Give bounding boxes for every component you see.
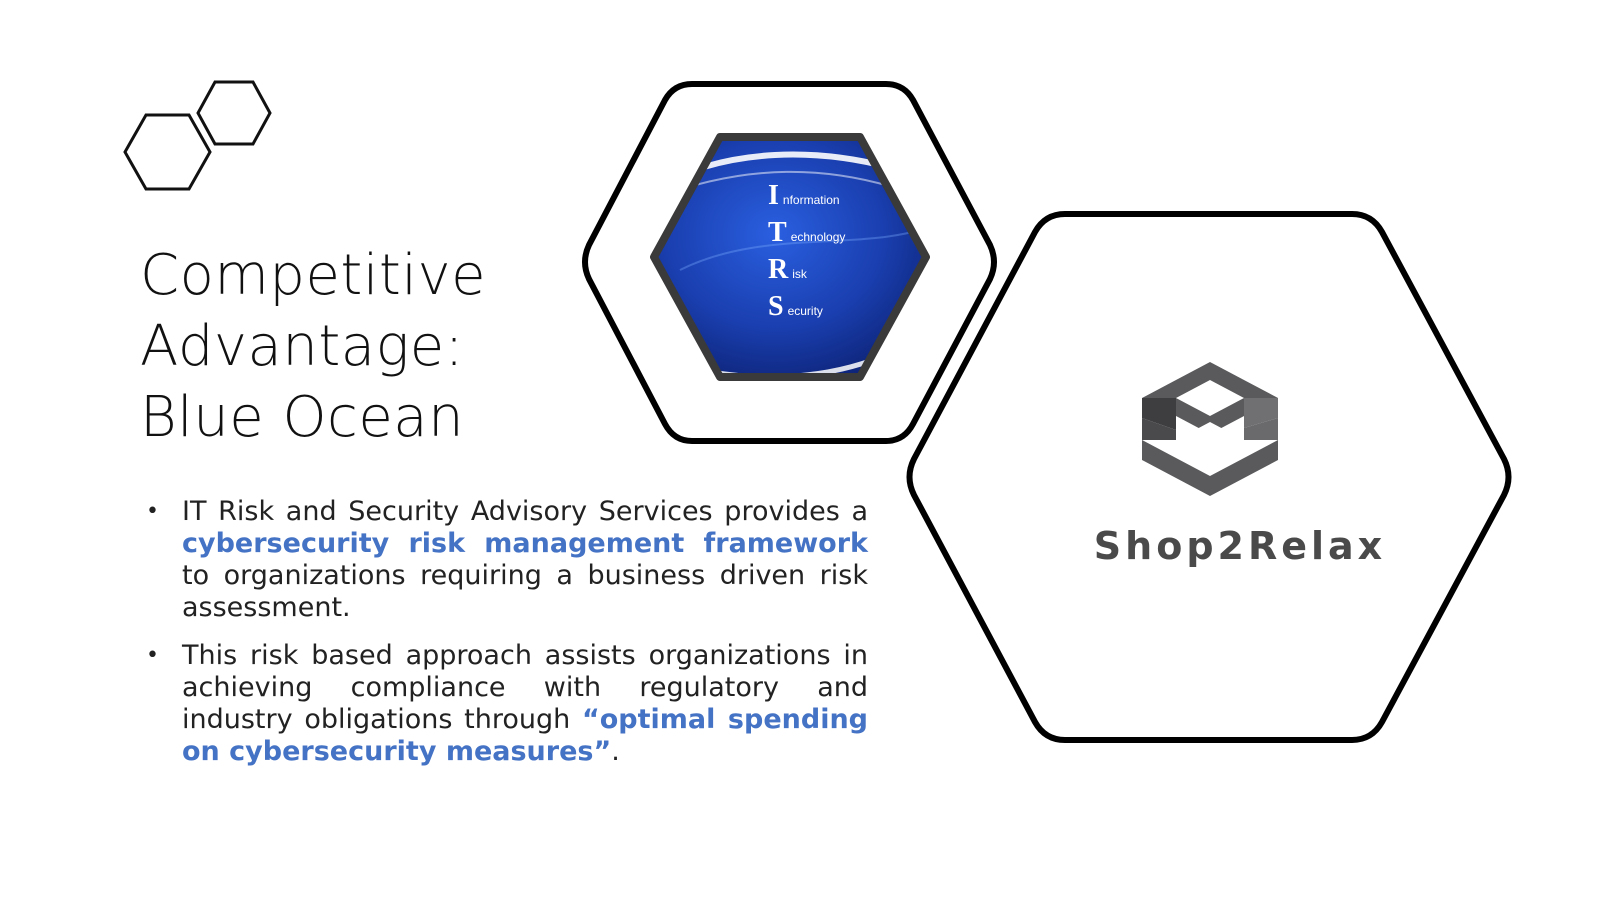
title-line-3: Blue Ocean: [140, 385, 465, 450]
title-line-2: Advantage:: [140, 314, 465, 379]
bullet-dot: •: [146, 643, 159, 668]
shop2relax-logo-icon: [1142, 362, 1278, 496]
bullet-list: • IT Risk and Security Advisory Services…: [140, 496, 868, 784]
bullet-dot: •: [146, 499, 159, 524]
bullet-text-before: IT Risk and Security Advisory Services p…: [182, 496, 868, 527]
bullet-text-after: .: [611, 736, 620, 767]
bullet-highlight: “optimal spending on cybersecurity measu…: [182, 704, 868, 767]
decorative-hexagons-icon: [123, 80, 272, 191]
bullet-item: • IT Risk and Security Advisory Services…: [140, 496, 868, 624]
bullet-text-after: to organizations requiring a business dr…: [182, 560, 868, 623]
bullet-highlight: cybersecurity risk management framework: [182, 528, 868, 559]
bullet-item: • This risk based approach assists organ…: [140, 640, 868, 768]
bullet-text-before: This risk based approach assists organiz…: [182, 640, 868, 735]
slide-title: Competitive Advantage: Blue Ocean: [140, 240, 486, 453]
title-line-1: Competitive: [140, 243, 487, 308]
shop2relax-logo-text: Shop2Relax: [1093, 524, 1387, 568]
